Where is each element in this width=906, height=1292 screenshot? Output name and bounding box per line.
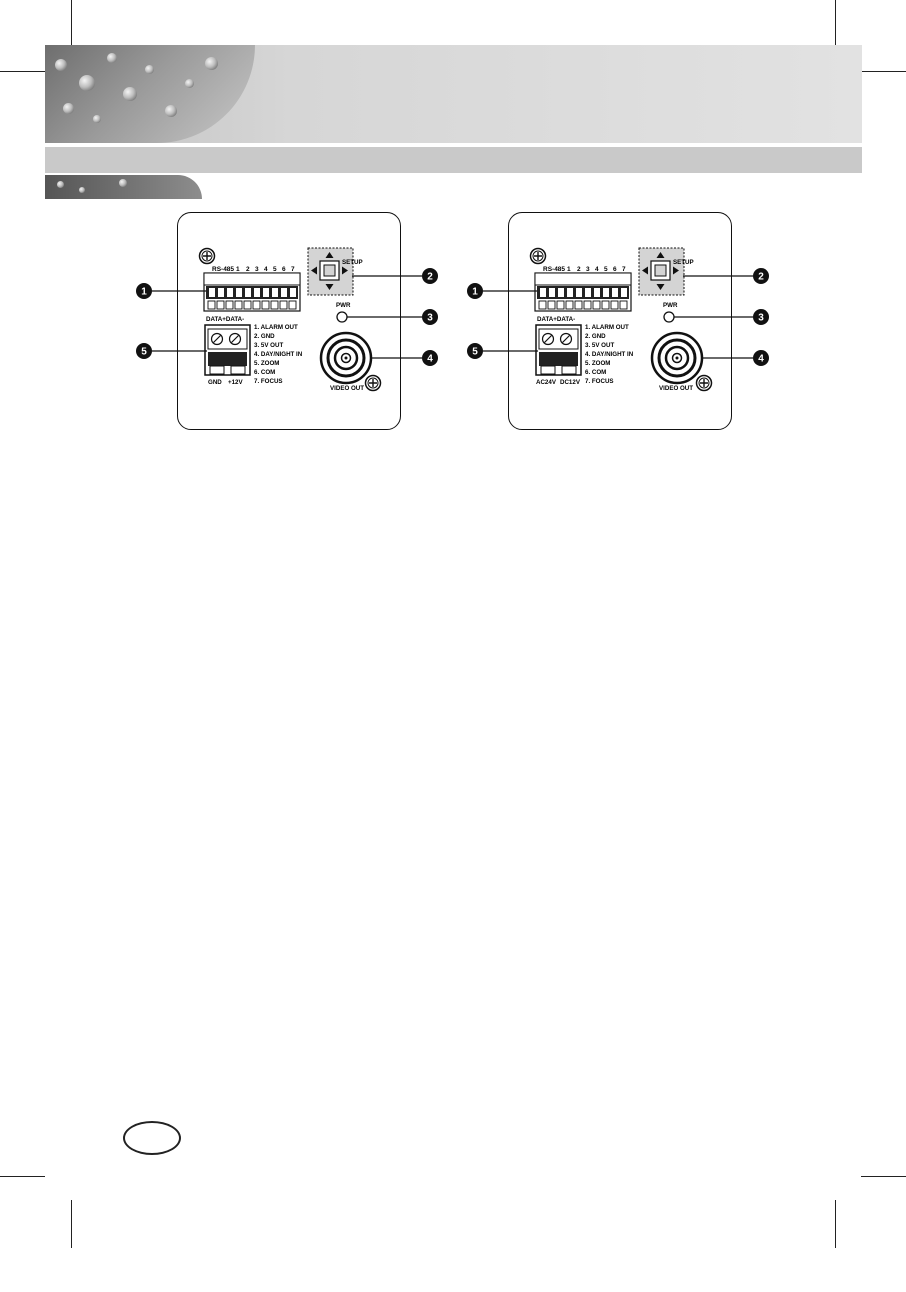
setup-label: SETUP xyxy=(342,259,363,266)
svg-text:4: 4 xyxy=(427,354,433,365)
pin-list-item: 6. COM xyxy=(254,369,275,376)
svg-text:5: 5 xyxy=(472,347,478,358)
screw-icon xyxy=(531,249,546,264)
power-label-right: DC12V xyxy=(560,379,581,386)
power-connector xyxy=(205,325,250,375)
rs485-label: RS-485 xyxy=(543,266,565,273)
data-label: DATA+DATA- xyxy=(206,316,244,323)
pin-list-item: 3. 5V OUT xyxy=(254,342,283,349)
pin-number: 2 xyxy=(577,266,581,273)
crop-mark xyxy=(861,71,906,72)
callout-badge-5: 5 xyxy=(467,343,483,359)
svg-text:2: 2 xyxy=(758,272,764,283)
pin-list-item: 2. GND xyxy=(254,333,275,340)
power-connector xyxy=(536,325,581,375)
video-out-label: VIDEO OUT xyxy=(659,385,693,392)
pwr-led xyxy=(337,312,347,322)
callout-badge-3: 3 xyxy=(422,309,438,325)
svg-text:3: 3 xyxy=(427,313,433,324)
pin-list: 1. ALARM OUT 2. GND 3. 5V OUT 4. DAY/NIG… xyxy=(585,324,634,385)
screw-icon xyxy=(200,249,215,264)
header-section-tab xyxy=(45,175,202,199)
callout-badge-1: 1 xyxy=(467,283,483,299)
rs485-terminal-block xyxy=(535,273,631,311)
video-out-label: VIDEO OUT xyxy=(330,385,364,392)
pwr-label: PWR xyxy=(663,302,678,309)
callout-badge-1: 1 xyxy=(136,283,152,299)
crop-mark xyxy=(0,1176,45,1177)
pin-list-item: 6. COM xyxy=(585,369,606,376)
svg-text:2: 2 xyxy=(427,272,433,283)
pin-number: 1 xyxy=(236,266,240,273)
power-label-left: GND xyxy=(208,379,222,386)
svg-text:3: 3 xyxy=(758,313,764,324)
data-label: DATA+DATA- xyxy=(537,316,575,323)
pin-list-item: 7. FOCUS xyxy=(585,378,614,385)
svg-text:1: 1 xyxy=(472,287,478,298)
callout-badge-3: 3 xyxy=(753,309,769,325)
pin-list-item: 1. ALARM OUT xyxy=(585,324,629,331)
pin-number-labels: 1 2 3 4 5 6 7 xyxy=(236,266,295,273)
pin-number: 1 xyxy=(567,266,571,273)
callout-badge-2: 2 xyxy=(753,268,769,284)
pin-list-item: 3. 5V OUT xyxy=(585,342,614,349)
pin-number: 4 xyxy=(264,266,268,273)
pin-list-item: 2. GND xyxy=(585,333,606,340)
pin-list-item: 4. DAY/NIGHT IN xyxy=(254,351,303,358)
pin-number: 6 xyxy=(613,266,617,273)
rs485-terminal-block xyxy=(204,273,300,311)
pwr-led xyxy=(664,312,674,322)
setup-keypad[interactable] xyxy=(639,248,684,295)
crop-mark xyxy=(0,71,45,72)
video-out-bnc-connector xyxy=(652,333,702,383)
crop-mark xyxy=(835,0,836,45)
rs485-label: RS-485 xyxy=(212,266,234,273)
header-subband xyxy=(45,147,862,173)
setup-label: SETUP xyxy=(673,259,694,266)
crop-mark xyxy=(71,1200,72,1248)
pin-number: 7 xyxy=(622,266,626,273)
pin-number: 5 xyxy=(604,266,608,273)
pin-list: 1. ALARM OUT 2. GND 3. 5V OUT 4. DAY/NIG… xyxy=(254,324,303,385)
camera-rear-panel-right-diagram: RS-485 1 2 3 4 5 6 7 DATA+DATA- xyxy=(461,200,781,440)
pin-number: 4 xyxy=(595,266,599,273)
pin-number: 3 xyxy=(586,266,590,273)
crop-mark xyxy=(861,1176,906,1177)
camera-rear-panel-left-diagram: RS-485 1 2 3 4 5 6 7 DATA+DATA- xyxy=(130,200,450,440)
pin-number: 5 xyxy=(273,266,277,273)
callout-badge-4: 4 xyxy=(753,350,769,366)
setup-keypad[interactable] xyxy=(308,248,353,295)
screw-icon xyxy=(366,376,381,391)
power-label-left: AC24V xyxy=(536,379,557,386)
callout-badge-2: 2 xyxy=(422,268,438,284)
pin-list-item: 5. ZOOM xyxy=(254,360,279,367)
page-number-badge xyxy=(123,1121,181,1155)
svg-text:4: 4 xyxy=(758,354,764,365)
pin-number-labels: 1 2 3 4 5 6 7 xyxy=(567,266,626,273)
power-label-right: +12V xyxy=(228,379,243,386)
callout-badge-4: 4 xyxy=(422,350,438,366)
pin-number: 7 xyxy=(291,266,295,273)
pin-list-item: 1. ALARM OUT xyxy=(254,324,298,331)
pin-list-item: 7. FOCUS xyxy=(254,378,283,385)
crop-mark xyxy=(71,0,72,45)
pwr-label: PWR xyxy=(336,302,351,309)
pin-number: 6 xyxy=(282,266,286,273)
pin-number: 3 xyxy=(255,266,259,273)
video-out-bnc-connector xyxy=(321,333,371,383)
pin-list-item: 4. DAY/NIGHT IN xyxy=(585,351,634,358)
pin-number: 2 xyxy=(246,266,250,273)
svg-text:5: 5 xyxy=(141,347,147,358)
crop-mark xyxy=(835,1200,836,1248)
callout-badge-5: 5 xyxy=(136,343,152,359)
pin-list-item: 5. ZOOM xyxy=(585,360,610,367)
svg-text:1: 1 xyxy=(141,287,147,298)
screw-icon xyxy=(697,376,712,391)
